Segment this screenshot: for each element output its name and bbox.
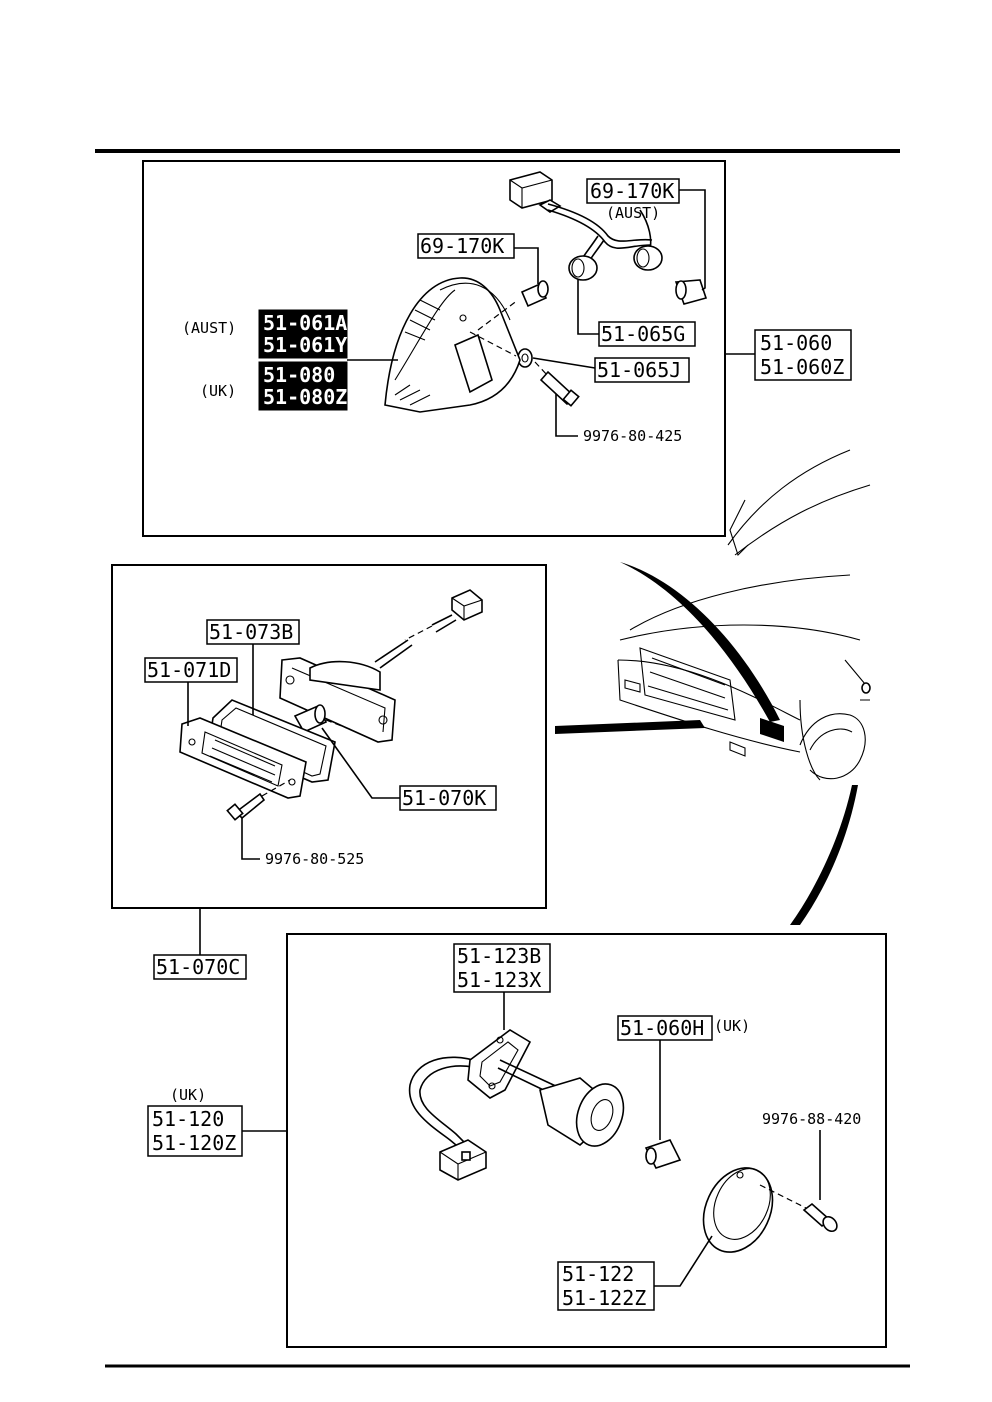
label-51-070k: 51-070K <box>402 786 486 810</box>
screw-9976-88-420-icon <box>802 1202 838 1233</box>
panel-bottom-frame <box>286 933 887 1348</box>
gasket-51-123b <box>467 1029 532 1099</box>
side-marker-icon <box>861 682 871 694</box>
side-repeater-lens <box>702 1167 774 1253</box>
label-9976-80-525: 9976-80-525 <box>265 850 364 868</box>
socket-aust <box>633 245 663 271</box>
callout-51-120-assembly <box>147 1105 243 1157</box>
callout-51-080-group <box>258 361 348 411</box>
callout-51-065j <box>594 357 690 383</box>
label-51-065j: 51-065J <box>597 358 681 382</box>
vehicle-front-sketch <box>555 449 871 925</box>
note-uk-left: (UK) <box>200 382 236 400</box>
label-69-170k-aust: 69-170K <box>590 179 674 203</box>
bulb-51-060h <box>644 1139 682 1169</box>
label-51-061y: 51-061Y <box>263 333 347 357</box>
side-lamp-connector <box>374 589 483 669</box>
callout-51-060-assembly <box>754 329 852 381</box>
side-lamp-lens <box>179 717 307 799</box>
bulb-69-170k-aust <box>674 279 708 305</box>
bulb-69-170k <box>520 280 549 308</box>
callout-69-170k <box>417 233 515 259</box>
front-turn-lamp-lens <box>384 277 521 413</box>
label-51-065g: 51-065G <box>601 322 685 346</box>
harness-bottom <box>408 1056 487 1181</box>
leader-wedge-lower <box>790 785 858 925</box>
socket-51-065g <box>568 255 598 281</box>
bulb-51-070k <box>293 704 328 734</box>
label-51-080z: 51-080Z <box>263 385 347 409</box>
callout-69-170k-aust <box>586 178 680 204</box>
label-51-122z: 51-122Z <box>562 1286 646 1310</box>
gasket-51-065j <box>517 348 533 368</box>
note-aust-top: (AUST) <box>606 204 660 222</box>
note-uk-bulb: (UK) <box>714 1017 750 1035</box>
label-51-060: 51-060 <box>760 331 832 355</box>
callout-51-123-group <box>453 943 551 993</box>
callout-51-070k <box>399 785 497 811</box>
socket-51-120 <box>539 1077 625 1147</box>
screw-9976-80-525-icon <box>226 792 266 821</box>
label-51-060h: 51-060H <box>620 1016 704 1040</box>
label-51-071d: 51-071D <box>147 658 231 682</box>
wire-harness-top <box>509 171 663 281</box>
label-51-061a: 51-061A <box>263 311 347 335</box>
callout-51-061-group <box>258 309 348 359</box>
screw-9976-80-425-icon <box>539 370 580 407</box>
turn-lamp-highlight <box>760 718 784 742</box>
label-51-120z: 51-120Z <box>152 1131 236 1155</box>
side-lamp-housing <box>279 657 396 743</box>
note-uk-assembly: (UK) <box>170 1086 206 1104</box>
panel-middle: 51-073B 51-071D 51-070K 9976-80-525 51-0… <box>111 564 547 980</box>
label-9976-88-420: 9976-88-420 <box>762 1110 861 1128</box>
label-9976-80-425: 9976-80-425 <box>583 427 682 445</box>
label-51-120: 51-120 <box>152 1107 224 1131</box>
label-51-073b: 51-073B <box>209 620 293 644</box>
leader-wedge-upper <box>620 562 780 722</box>
label-51-080: 51-080 <box>263 363 335 387</box>
callout-51-060h <box>617 1015 713 1041</box>
leader-wedge-middle <box>555 720 705 734</box>
panel-top: 69-170K (AUST) 69-170K 51-065G 51-065J 9… <box>142 160 852 537</box>
callout-51-070c <box>153 954 247 980</box>
label-69-170k: 69-170K <box>420 234 504 258</box>
label-51-123b: 51-123B <box>457 944 541 968</box>
panel-middle-frame <box>111 564 547 909</box>
panel-top-frame <box>142 160 726 537</box>
label-51-122: 51-122 <box>562 1262 634 1286</box>
panel-bottom: 51-123B 51-123X 51-060H (UK) 9976-88-420… <box>147 933 887 1348</box>
callout-51-073b <box>206 619 300 645</box>
note-aust-left: (AUST) <box>182 319 236 337</box>
label-51-060z: 51-060Z <box>760 355 844 379</box>
label-51-070c: 51-070C <box>156 955 240 979</box>
callout-51-071d <box>144 657 238 683</box>
label-51-123x: 51-123X <box>457 968 541 992</box>
